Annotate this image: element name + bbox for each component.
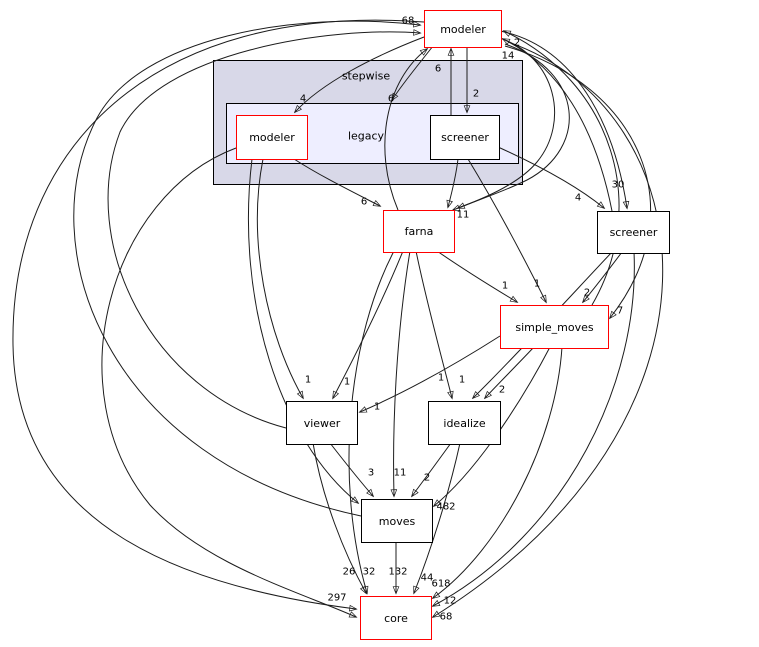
edge-label: 6 [434, 63, 442, 75]
edge-label: 68 [401, 15, 415, 27]
node-moves[interactable]: moves [361, 499, 433, 543]
edge-label: 3 [367, 467, 375, 479]
edge-label: 1 [373, 401, 381, 413]
edge-farna-idealize [415, 250, 454, 400]
edge-label: 6 [387, 93, 395, 105]
edge-label: 2 [423, 472, 431, 484]
edge-label: 1 [533, 278, 541, 290]
edge-simple_moves-idealize [483, 346, 535, 400]
node-farna[interactable]: farna [383, 210, 455, 253]
edge-label: 1 [343, 376, 351, 388]
edge-label: 618 [431, 578, 451, 590]
node-viewer-label: viewer [303, 416, 341, 430]
edge-label: 26 [342, 566, 356, 578]
edge-label: 2 [513, 37, 521, 49]
edge-label: 1 [501, 280, 509, 292]
edge-simple_moves-core [431, 346, 563, 599]
edge-label: 4 [299, 93, 307, 105]
node-screener-label: screener [609, 226, 658, 239]
node-moves-label: moves [378, 514, 416, 528]
cluster-legacy-label: legacy [347, 129, 385, 143]
edge-label: 4 [574, 192, 582, 204]
node-modeler-label: modeler [440, 22, 486, 36]
edge-modeler_legacy-core [101, 147, 358, 618]
edge-viewer-core [312, 442, 367, 595]
edge-label: 2 [472, 88, 480, 100]
node-simple-moves[interactable]: simple_moves [500, 305, 609, 349]
edge-label: 2 [498, 384, 506, 396]
node-modeler[interactable]: modeler [424, 10, 502, 48]
edge-label: 32 [362, 566, 376, 578]
edge-label: 11 [393, 467, 407, 479]
edge-label: 132 [388, 566, 408, 578]
node-core[interactable]: core [360, 596, 432, 640]
edge-idealize-moves [411, 442, 452, 498]
edge-modeler-simple_moves [504, 45, 652, 320]
node-screener-legacy[interactable]: screener [430, 115, 500, 160]
edge-viewer-moves [329, 442, 375, 498]
edge-farna-moves [390, 250, 411, 498]
edge-modeler_legacy-viewer [256, 158, 304, 400]
edge-label: 14 [501, 50, 515, 62]
edge-label: 297 [327, 592, 347, 604]
edge-label: 1 [458, 374, 466, 386]
edge-label: 1 [437, 372, 445, 384]
node-viewer[interactable]: viewer [286, 401, 358, 445]
node-modeler-legacy[interactable]: modeler [236, 115, 308, 160]
edge-label: 482 [436, 501, 456, 513]
edge-label: 11 [456, 209, 470, 221]
node-simple-moves-label: simple_moves [515, 320, 594, 334]
cluster-stepwise-label: stepwise [341, 69, 391, 83]
edge-label: 6 [360, 196, 368, 208]
node-modeler-legacy-label: modeler [249, 131, 295, 144]
node-idealize[interactable]: idealize [428, 401, 501, 445]
node-farna-label: farna [404, 225, 434, 238]
edge-label: 12 [443, 595, 457, 607]
edge-label: 1 [304, 374, 312, 386]
node-screener-legacy-label: screener [441, 131, 489, 144]
edge-label: 2 [583, 287, 591, 299]
edge-label: 30 [611, 179, 625, 191]
edge-modeler_legacy-moves [247, 158, 360, 505]
node-screener[interactable]: screener [597, 211, 670, 254]
node-core-label: core [384, 611, 408, 625]
node-idealize-label: idealize [443, 416, 486, 430]
edge-farna-simple_moves [436, 250, 519, 303]
edge-label: 68 [439, 611, 453, 623]
edge-label: 7 [616, 305, 624, 317]
